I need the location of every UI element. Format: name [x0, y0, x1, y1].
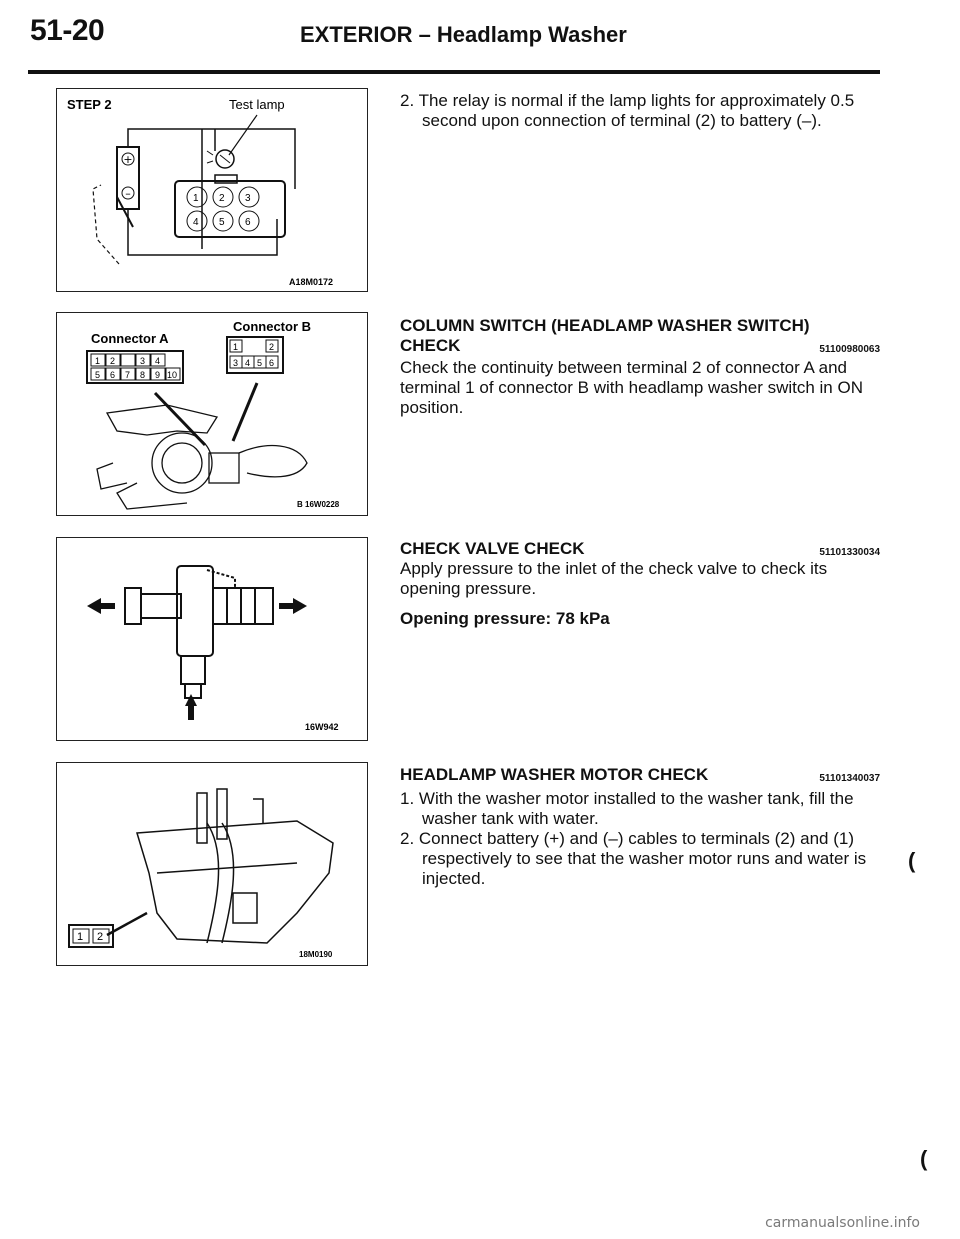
check-valve-section: CHECK VALVE CHECK 51101330034 Apply pres…	[400, 539, 880, 629]
up-arrow-icon	[185, 694, 197, 720]
step-label: STEP 2	[67, 97, 112, 112]
svg-text:2: 2	[110, 356, 115, 366]
svg-text:1: 1	[95, 356, 100, 366]
svg-text:6: 6	[269, 358, 274, 368]
section-code: 51100980063	[819, 344, 880, 355]
svg-text:3: 3	[233, 358, 238, 368]
svg-text:2: 2	[97, 931, 103, 943]
svg-text:6: 6	[110, 370, 115, 380]
svg-text:4: 4	[193, 217, 199, 228]
figure-column-switch: Connector A Connector B 1 2 3 4 5 6 7 8 …	[56, 312, 368, 516]
right-arrow-icon	[279, 598, 307, 614]
svg-text:3: 3	[245, 193, 251, 204]
svg-text:1: 1	[193, 193, 199, 204]
svg-text:9: 9	[155, 370, 160, 380]
motor-step-2: 2. Connect battery (+) and (–) cables to…	[400, 829, 867, 888]
check-valve-icon	[124, 565, 274, 699]
svg-text:5: 5	[219, 217, 225, 228]
relay-test-diagram: STEP 2 Test lamp + – 1 2 3 4 5 6	[67, 97, 333, 287]
page-number: 51-20	[30, 14, 105, 47]
svg-text:10: 10	[167, 370, 177, 380]
figure-code: 16W942	[305, 722, 339, 732]
washer-tank-illustration	[136, 788, 334, 944]
margin-mark: (	[920, 1146, 928, 1171]
svg-text:6: 6	[245, 217, 251, 228]
svg-text:+: +	[123, 153, 132, 166]
svg-text:5: 5	[95, 370, 100, 380]
figure-code: 18M0190	[299, 950, 333, 959]
page-title: EXTERIOR – Headlamp Washer	[300, 22, 627, 47]
figure-washer-motor: 1 2 18M0190	[56, 762, 368, 966]
figure-code: A18M0172	[289, 277, 333, 287]
column-switch-illustration	[96, 404, 308, 510]
connector-b-label: Connector B	[233, 319, 311, 334]
connector-a-label: Connector A	[91, 331, 169, 346]
motor-connector-icon: 1 2	[68, 924, 114, 948]
svg-text:2: 2	[219, 193, 225, 204]
svg-text:4: 4	[245, 358, 250, 368]
svg-text:1: 1	[77, 931, 83, 943]
svg-text:1: 1	[233, 342, 238, 352]
check-valve-body: Apply pressure to the inlet of the check…	[400, 559, 828, 598]
check-valve-diagram: 16W942	[87, 565, 339, 732]
figure-check-valve: 16W942	[56, 537, 368, 741]
connector-a-icon: 1 2 3 4 5 6 7 8 9 10	[86, 350, 184, 384]
test-lamp-icon	[215, 149, 235, 169]
margin-mark: (	[908, 848, 916, 873]
relay-connector	[174, 180, 286, 238]
connector-b-icon: 1 2 3 4 5 6	[226, 336, 284, 374]
check-valve-heading: CHECK VALVE CHECK 51101330034	[400, 539, 880, 559]
column-switch-section: COLUMN SWITCH (HEADLAMP WASHER SWITCH) C…	[400, 316, 880, 418]
opening-pressure-spec: Opening pressure: 78 kPa	[400, 609, 610, 628]
column-switch-diagram: Connector A Connector B 1 2 3 4 5 6 7 8 …	[86, 319, 340, 510]
svg-text:7: 7	[125, 370, 130, 380]
figure-relay-test: STEP 2 Test lamp + – 1 2 3 4 5 6	[56, 88, 368, 292]
column-switch-heading: COLUMN SWITCH (HEADLAMP WASHER SWITCH)	[400, 316, 810, 335]
relay-step-2: 2. The relay is normal if the lamp light…	[400, 91, 855, 130]
relay-section: 2. The relay is normal if the lamp light…	[400, 91, 880, 131]
motor-step-1: 1. With the washer motor installed to th…	[400, 789, 854, 828]
svg-text:8: 8	[140, 370, 145, 380]
svg-text:4: 4	[155, 356, 160, 366]
column-switch-body: Check the continuity between terminal 2 …	[400, 358, 863, 417]
test-lamp-label: Test lamp	[229, 97, 285, 112]
section-code: 51101340037	[819, 773, 880, 784]
watermark: carmanualsonline.info	[765, 1215, 920, 1231]
motor-section: HEADLAMP WASHER MOTOR CHECK 51101340037 …	[400, 765, 880, 889]
left-arrow-icon	[87, 598, 115, 614]
figure-code: B 16W0228	[297, 500, 340, 509]
svg-text:3: 3	[140, 356, 145, 366]
svg-text:2: 2	[269, 342, 274, 352]
washer-motor-diagram: 1 2 18M0190	[68, 788, 334, 959]
section-code: 51101330034	[819, 547, 880, 558]
svg-text:5: 5	[257, 358, 262, 368]
svg-text:–: –	[125, 187, 131, 200]
header-rule	[28, 70, 880, 74]
column-switch-heading-2: CHECK 51100980063	[400, 336, 880, 356]
motor-heading: HEADLAMP WASHER MOTOR CHECK 51101340037	[400, 765, 880, 785]
